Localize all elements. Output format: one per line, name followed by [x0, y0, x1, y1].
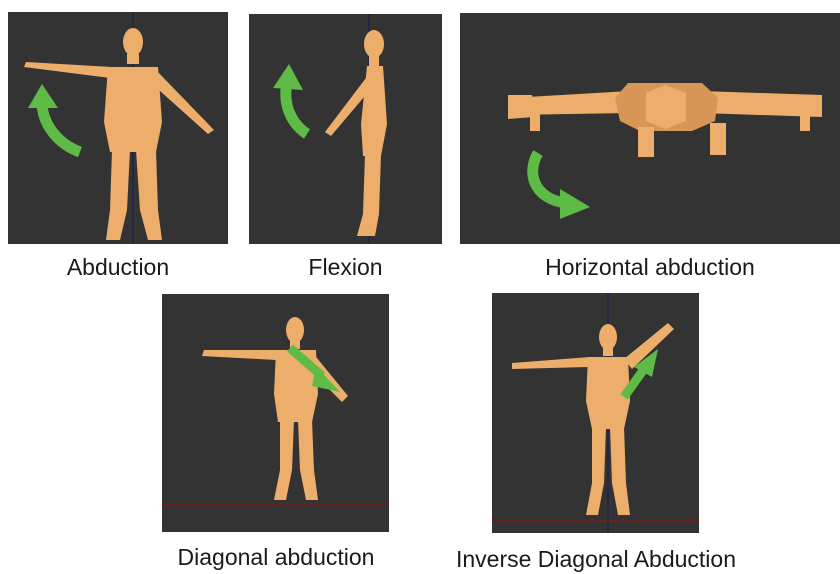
panel-horizontal-abduction	[460, 13, 840, 244]
human-figure-topview-icon	[508, 83, 822, 157]
horizontal-abduction-figure	[460, 13, 840, 244]
panel-abduction	[8, 12, 228, 244]
caption-inverse-diagonal-abduction: Inverse Diagonal Abduction	[440, 548, 752, 571]
flexion-figure	[249, 14, 442, 244]
abduction-figure	[8, 12, 228, 244]
panel-flexion	[249, 14, 442, 244]
panel-diagonal-abduction	[162, 294, 389, 532]
inverse-diagonal-abduction-figure	[492, 293, 699, 533]
human-figure-icon	[202, 317, 348, 500]
curved-arrow-icon	[533, 153, 590, 219]
caption-diagonal-abduction: Diagonal abduction	[150, 546, 402, 569]
curved-arrow-icon	[28, 84, 80, 152]
human-figure-icon	[512, 323, 674, 515]
caption-horizontal-abduction: Horizontal abduction	[460, 256, 840, 279]
panel-inverse-diagonal-abduction	[492, 293, 699, 533]
diagonal-abduction-figure	[162, 294, 389, 532]
curved-arrow-icon	[273, 64, 307, 134]
caption-flexion: Flexion	[249, 256, 442, 279]
human-figure-icon	[325, 30, 387, 236]
caption-abduction: Abduction	[8, 256, 228, 279]
